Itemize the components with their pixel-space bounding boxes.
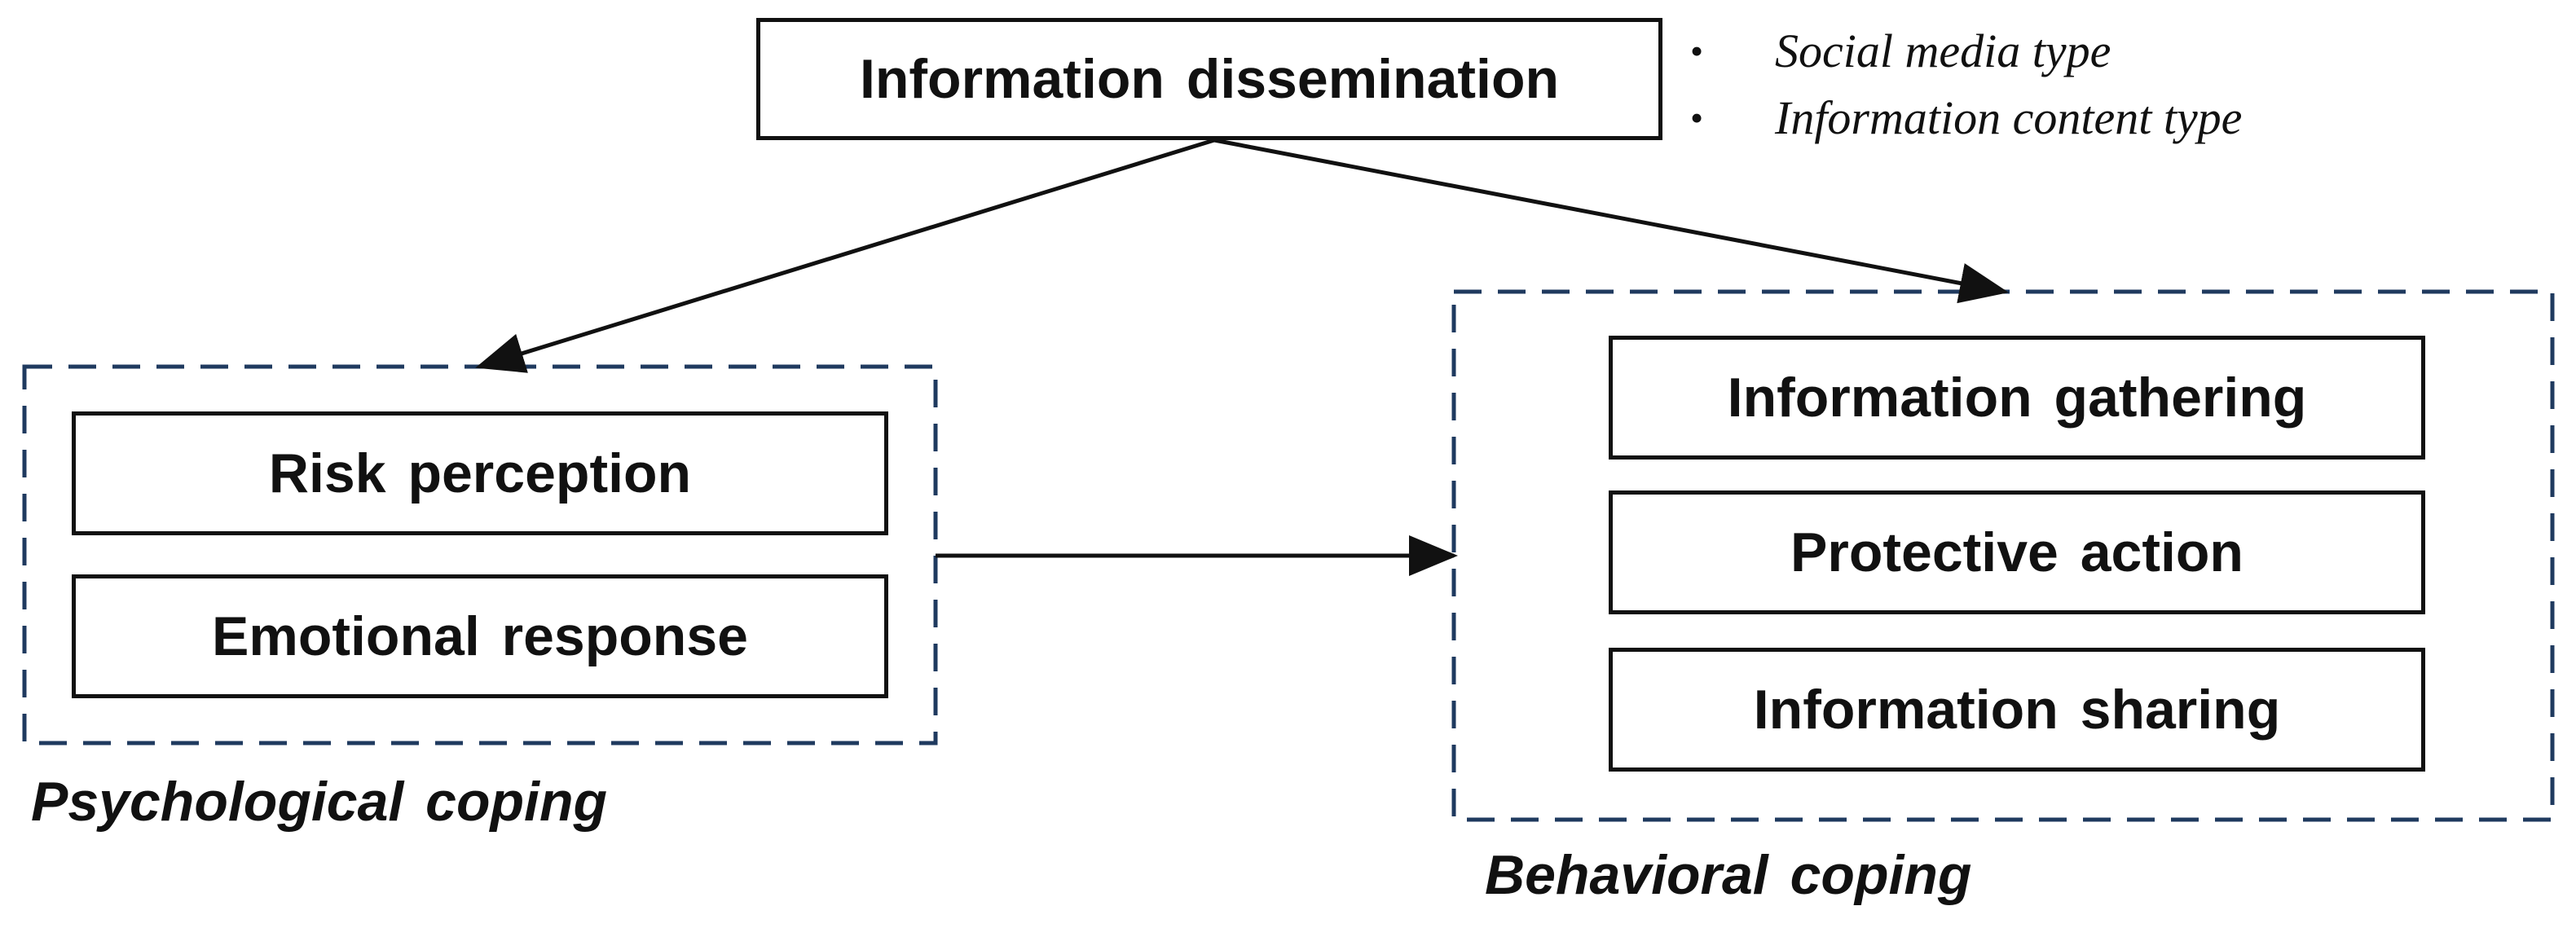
risk-perception-label: Risk perception [268, 442, 692, 504]
information-gathering-box: Information gathering [1609, 336, 2425, 460]
protective-action-label: Protective action [1790, 521, 2244, 583]
emotional-response-label: Emotional response [212, 605, 748, 667]
protective-action-box: Protective action [1609, 490, 2425, 614]
bullet-icon: • [1690, 97, 1704, 139]
information-dissemination-box: Information dissemination [756, 18, 1662, 140]
information-gathering-label: Information gathering [1727, 367, 2307, 429]
information-sharing-label: Information sharing [1753, 679, 2281, 741]
arrow-to-psychological-coping [475, 138, 1215, 373]
behavioral-coping-label: Behavioral coping [1485, 844, 1972, 906]
risk-perception-box: Risk perception [72, 411, 888, 535]
information-sharing-box: Information sharing [1609, 648, 2425, 772]
psychological-coping-label: Psychological coping [31, 771, 608, 833]
list-item: •Information content type [1685, 85, 2242, 152]
information-dissemination-label: Information dissemination [859, 48, 1560, 110]
list-item: •Social media type [1685, 18, 2242, 85]
bullet-icon: • [1690, 30, 1704, 72]
dissemination-factors-list: •Social media type •Information content … [1685, 18, 2242, 152]
arrow-to-behavioral-coping [1213, 138, 2009, 304]
emotional-response-box: Emotional response [72, 574, 888, 698]
